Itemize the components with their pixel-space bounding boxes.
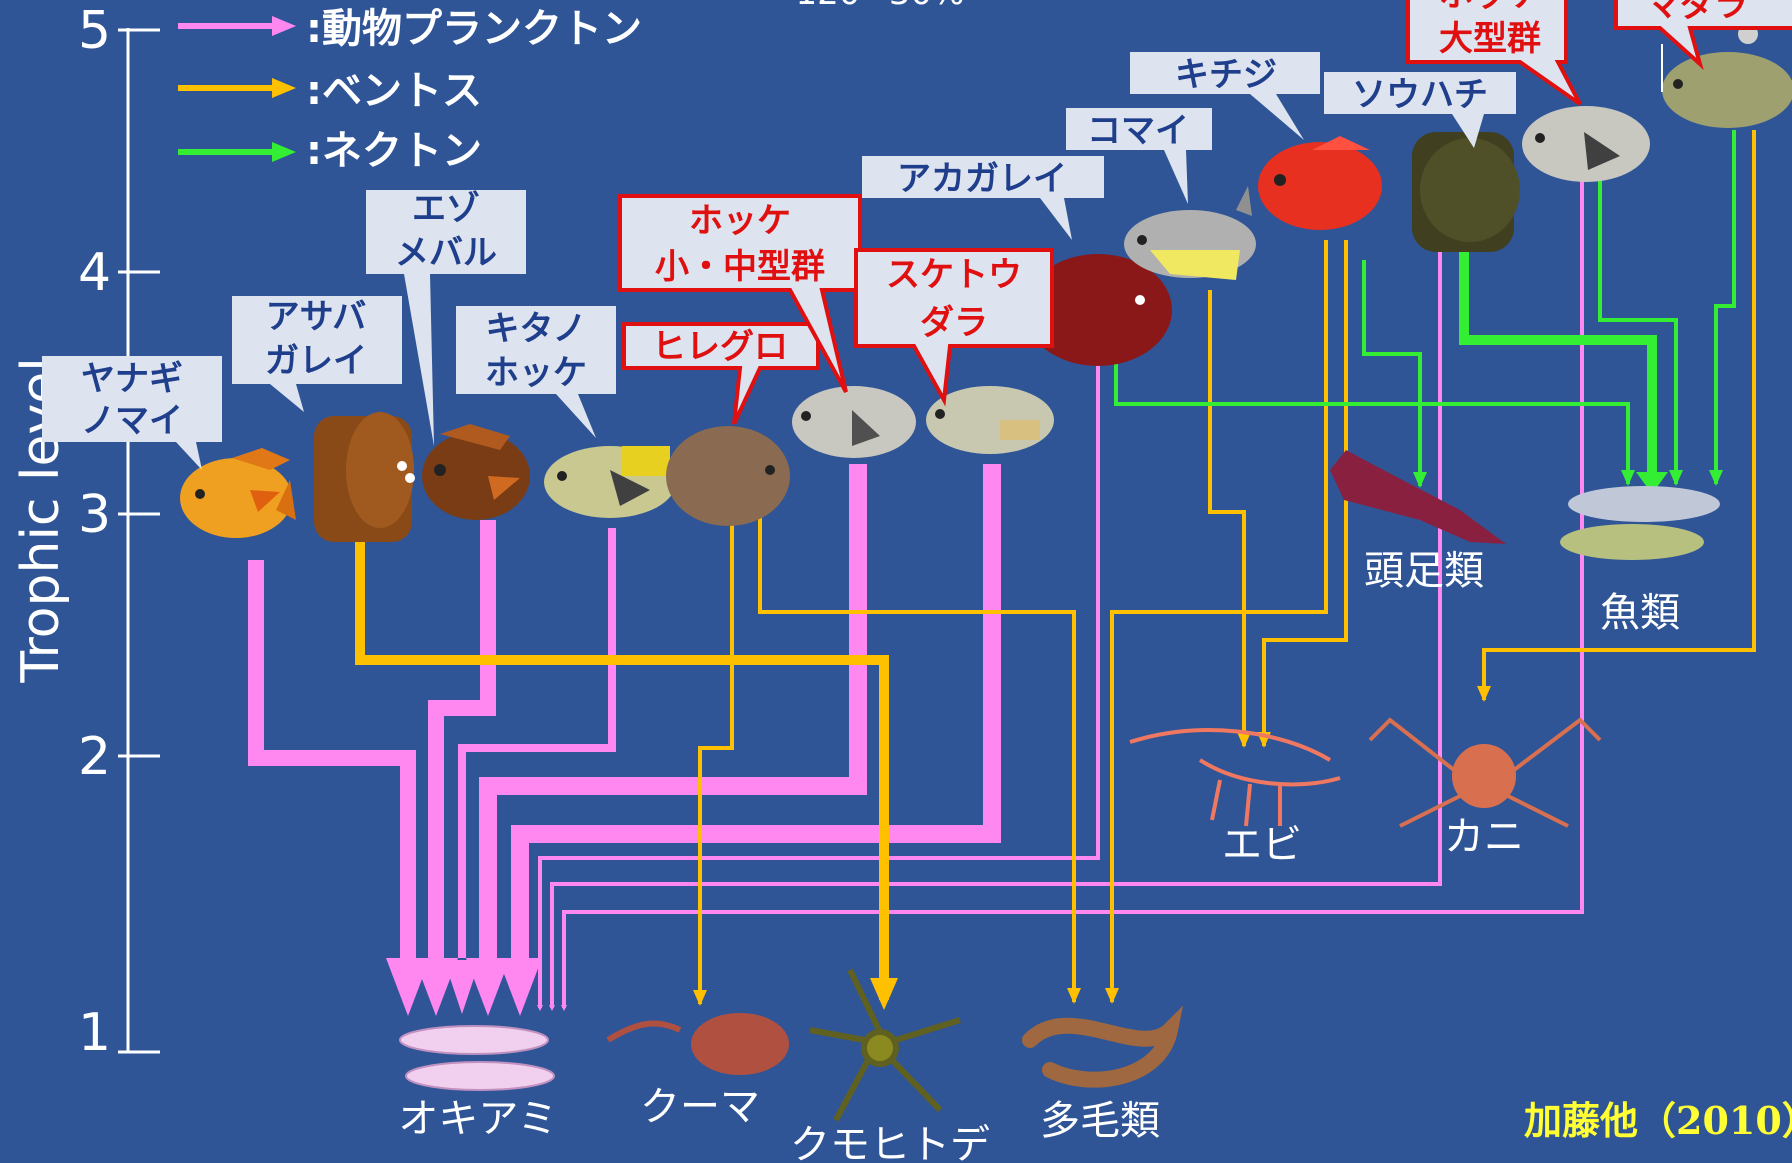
svg-text:アカガレイ: アカガレイ	[897, 159, 1067, 199]
label-hireguro: ヒレグロ	[622, 322, 820, 425]
fish-kitanohokke-image	[544, 446, 676, 518]
fish-yanaginomai-image	[180, 448, 296, 538]
svg-text:キタノ: キタノ	[486, 309, 587, 349]
svg-text:マダラ: マダラ	[1646, 0, 1748, 25]
prey-label-kumohitode: クモヒトデ	[790, 1122, 990, 1163]
svg-text:コマイ: コマイ	[1087, 111, 1189, 151]
label-asabagarei: アサバ ガレイ	[232, 296, 402, 412]
fish-asabagarei-image	[314, 412, 415, 542]
label-yanaginomai: ヤナギ ノマイ	[42, 356, 222, 470]
benthos-arrowhead-kumohitode	[870, 978, 898, 1010]
svg-text:大型群: 大型群	[1439, 19, 1541, 59]
prey-label-ebi: エビ	[1222, 822, 1302, 868]
prey-label-kuma: クーマ	[640, 1084, 760, 1130]
svg-text:エゾ: エゾ	[412, 189, 480, 229]
nekton-arrowhead-main	[1636, 472, 1668, 494]
label-hokke-large: ホッケ 大型群	[1406, 0, 1582, 106]
fish-ezomebaru-image	[422, 424, 530, 520]
svg-text:ホッケ: ホッケ	[485, 353, 587, 393]
legend-benthos: :ベントス	[306, 68, 482, 114]
label-suketoudara: スケトウ ダラ	[854, 248, 1054, 407]
fish-hireguro-image	[666, 426, 790, 526]
svg-text:ホッケ: ホッケ	[1439, 0, 1541, 15]
svg-text:ダラ: ダラ	[920, 303, 988, 343]
prey-label-tousokurui: 頭足類	[1364, 548, 1484, 594]
fish-hokke-small-image	[792, 386, 916, 458]
svg-text:キチジ: キチジ	[1175, 55, 1277, 95]
svg-text:アサバ: アサバ	[266, 297, 367, 337]
tick-5: 5	[78, 1, 111, 61]
tick-4: 4	[78, 243, 111, 303]
tick-2: 2	[78, 727, 111, 787]
citation: 加藤他（2010）	[1524, 1098, 1792, 1143]
svg-text:ヒレグロ: ヒレグロ	[652, 327, 788, 367]
prey-brittle-star-image	[809, 968, 961, 1122]
label-kitanohokke: キタノ ホッケ	[456, 306, 616, 438]
fish-akagarei-image	[1024, 254, 1172, 366]
prey-shrimp-image	[1129, 728, 1341, 827]
legend: :動物プランクトン :ベントス :ネクトン	[178, 6, 642, 174]
fish-komai-image	[1124, 186, 1256, 280]
fish-suketoudara-image	[926, 386, 1054, 454]
zooplankton-arrowheads	[386, 958, 542, 1016]
label-akagarei: アカガレイ	[862, 156, 1104, 240]
fish-hokke-large-image	[1522, 106, 1650, 182]
svg-text:ガレイ: ガレイ	[265, 341, 367, 381]
prey-label-kani: カニ	[1444, 814, 1524, 860]
prey-label-okiami: オキアミ	[398, 1096, 557, 1142]
svg-text:ホッケ: ホッケ	[689, 201, 791, 241]
zooplankton-flows	[248, 168, 1584, 1011]
label-souhachi: ソウハチ	[1324, 72, 1516, 148]
prey-cumacea-image	[606, 1013, 789, 1075]
svg-text:メバル: メバル	[395, 233, 497, 273]
trophic-axis: 5 4 3 2 1 Trophic level	[11, 1, 160, 1063]
svg-text:ヤナギ: ヤナギ	[81, 359, 183, 399]
nekton-flows	[1114, 130, 1736, 488]
prey-small-fish-image	[1560, 486, 1720, 560]
svg-text:ノマイ: ノマイ	[81, 401, 183, 441]
svg-text:スケトウ: スケトウ	[886, 255, 1022, 295]
top-fragment-text: 120~30%	[796, 0, 965, 13]
tick-3: 3	[78, 485, 111, 545]
prey-krill-image	[399, 1025, 555, 1091]
svg-text:ソウハチ: ソウハチ	[1352, 75, 1488, 115]
svg-text:小・中型群: 小・中型群	[655, 247, 825, 287]
legend-zooplankton: :動物プランクトン	[306, 6, 642, 52]
prey-polychaete-image	[1022, 1005, 1184, 1088]
label-ezomebaru: エゾ メバル	[366, 189, 526, 446]
label-madara: マダラ	[1614, 0, 1792, 71]
legend-nekton: :ネクトン	[306, 128, 482, 174]
tick-1: 1	[78, 1003, 111, 1063]
prey-label-gyorui: 魚類	[1600, 590, 1680, 636]
label-hokke-small: ホッケ 小・中型群	[618, 194, 862, 393]
label-kichiji: キチジ	[1130, 52, 1320, 140]
label-komai: コマイ	[1066, 108, 1212, 204]
prey-squid-image	[1330, 450, 1506, 544]
prey-crab-image	[1368, 717, 1602, 828]
fish-souhachi-image	[1412, 132, 1520, 252]
fish-kichiji-image	[1258, 136, 1382, 230]
benthos-flows	[355, 130, 1756, 1006]
prey-label-tamourui: 多毛類	[1040, 1098, 1160, 1144]
